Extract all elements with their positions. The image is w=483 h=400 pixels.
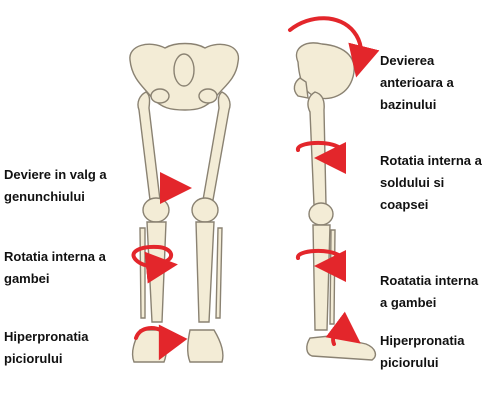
side-skeleton-leg [293, 42, 377, 361]
label-line: piciorului [380, 355, 439, 370]
label-line: bazinului [380, 97, 437, 112]
label-line: Rotatia interna a [380, 153, 482, 168]
label-line: a gambei [380, 295, 437, 310]
front-skeleton-legs [129, 42, 240, 363]
label-hip-rotation: Rotatia interna a soldului si coapsei [380, 150, 482, 216]
label-pelvic-tilt: Devierea anterioara a bazinului [380, 50, 454, 116]
label-line: coapsei [380, 197, 429, 212]
label-line: Deviere in valg a [4, 167, 107, 182]
label-line: Devierea [380, 53, 435, 68]
label-line: anterioara a [380, 75, 454, 90]
label-line: gambei [4, 271, 50, 286]
label-line: piciorului [4, 351, 63, 366]
label-pronation-front: Hiperpronatia piciorului [4, 326, 89, 370]
label-tibial-rotation-side: Roatatia interna a gambei [380, 270, 478, 314]
label-line: Rotatia interna a [4, 249, 106, 264]
label-line: soldului si [380, 175, 445, 190]
label-line: Roatatia interna [380, 273, 479, 288]
label-pronation-side: Hiperpronatia piciorului [380, 330, 465, 374]
label-line: genunchiului [4, 189, 85, 204]
label-line: Hiperpronatia [4, 329, 89, 344]
label-knee-valgus: Deviere in valg a genunchiului [4, 164, 107, 208]
label-line: Hiperpronatia [380, 333, 465, 348]
label-tibial-rotation-front: Rotatia interna a gambei [4, 246, 106, 290]
red-rotation-arrow [131, 16, 380, 361]
